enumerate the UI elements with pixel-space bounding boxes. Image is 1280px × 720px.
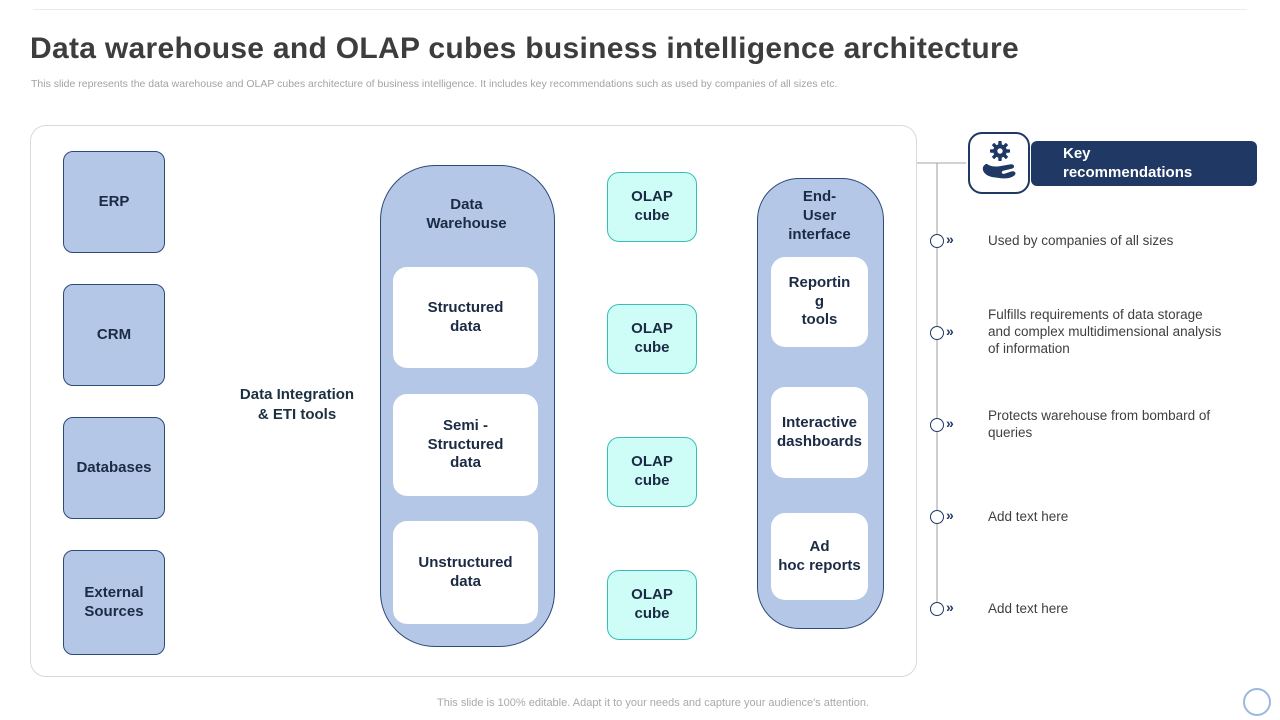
slide-top-divider [33,9,1247,10]
cube-label: OLAP cube [631,320,673,356]
end-user-card-ad-hoc-reports[interactable]: Ad hoc reports [771,513,868,600]
corner-circle-decoration [1243,688,1271,716]
recommendation-item-placeholder[interactable]: Add text here [988,509,1069,524]
chevrons-icon: » [946,507,954,523]
source-label: ERP [98,192,130,210]
card-label: Reportin g tools [788,273,851,329]
bullet-circle-icon [930,418,944,432]
warehouse-card-unstructured[interactable]: Unstructured data [393,521,538,624]
source-box-erp[interactable]: ERP [63,151,165,253]
recommendation-item: Used by companies of all sizes [988,233,1174,248]
card-label: Semi - Structured data [427,416,504,472]
chevrons-icon: » [946,323,954,339]
slide-subtitle: This slide represents the data warehouse… [31,78,838,90]
source-label: External Sources [84,583,144,620]
end-user-card-interactive-dashboards[interactable]: Interactive dashboards [771,387,868,478]
bullet-circle-icon [930,510,944,524]
source-box-external-sources[interactable]: External Sources [63,550,165,655]
key-recommendations-icon-box[interactable] [968,132,1030,194]
hand-gear-icon [978,139,1020,188]
olap-cube-3[interactable]: OLAP cube [607,437,697,507]
card-label: Unstructured data [418,553,513,590]
end-user-interface-title: End- User interface [788,188,851,243]
card-label: Interactive dashboards [776,413,863,450]
end-user-card-reporting-tools[interactable]: Reportin g tools [771,257,868,347]
key-recommendations-title: Key recommendations [1063,144,1193,181]
warehouse-card-semi-structured[interactable]: Semi - Structured data [393,394,538,496]
chevrons-icon: » [946,599,954,615]
card-label: Ad hoc reports [778,537,861,574]
data-warehouse-title: Data Warehouse [426,196,507,232]
warehouse-card-structured[interactable]: Structured data [393,267,538,368]
bullet-circle-icon [930,234,944,248]
olap-cube-2[interactable]: OLAP cube [607,304,697,374]
chevrons-icon: » [946,231,954,247]
recommendation-item: Protects warehouse from bombard of queri… [988,408,1211,440]
source-box-crm[interactable]: CRM [63,284,165,386]
bullet-circle-icon [930,602,944,616]
source-box-databases[interactable]: Databases [63,417,165,519]
source-label: CRM [96,325,132,343]
recommendation-item: Fulfills requirements of data storage an… [988,307,1222,356]
recommendation-item-placeholder[interactable]: Add text here [988,601,1069,616]
source-label: Databases [76,458,152,476]
olap-cube-4[interactable]: OLAP cube [607,570,697,640]
chevrons-icon: » [946,415,954,431]
olap-cube-1[interactable]: OLAP cube [607,172,697,242]
cube-label: OLAP cube [631,586,673,622]
data-integration-arrow-label[interactable]: Data Integration & ETI tools [239,386,355,423]
card-label: Structured data [427,298,504,335]
key-recommendations-header[interactable]: Key recommendations [1031,141,1257,186]
page-title: Data warehouse and OLAP cubes business i… [30,32,1019,65]
slide-footer-note: This slide is 100% editable. Adapt it to… [437,697,869,709]
cube-label: OLAP cube [631,188,673,224]
bullet-circle-icon [930,326,944,340]
cube-label: OLAP cube [631,453,673,489]
